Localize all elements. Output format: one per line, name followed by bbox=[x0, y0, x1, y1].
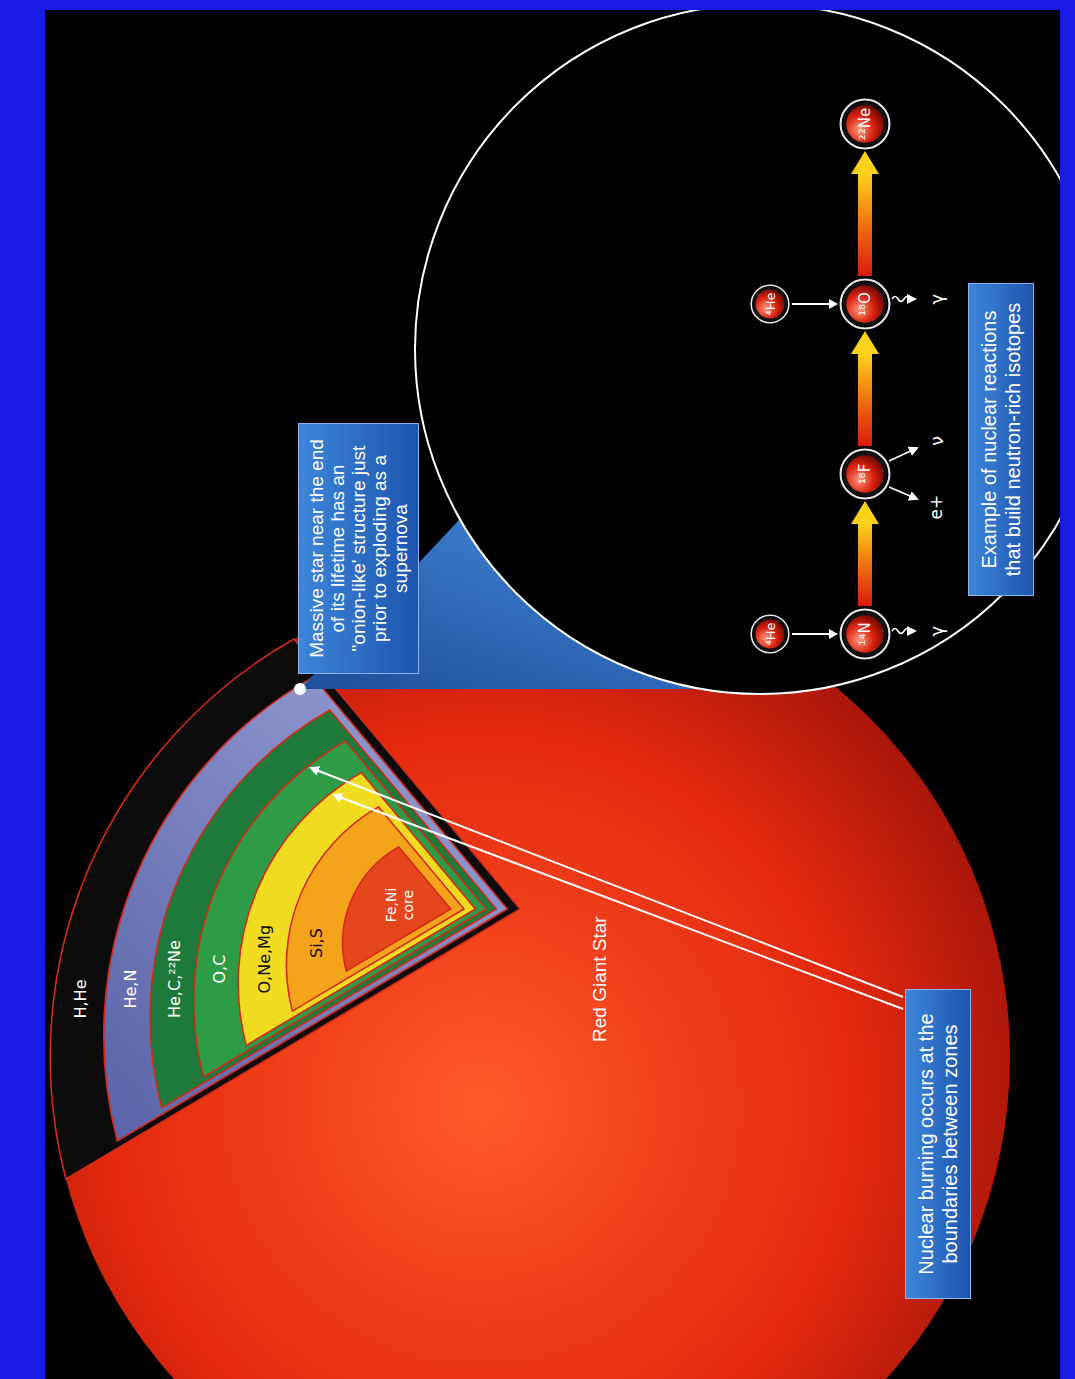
arrow-shaft bbox=[858, 354, 872, 446]
layer-shell bbox=[343, 847, 451, 971]
red-giant-star bbox=[50, 577, 1010, 1379]
callout-dot bbox=[294, 683, 306, 695]
arrow-shaft bbox=[858, 524, 872, 606]
nucleus-symbol: ²²Ne bbox=[856, 108, 874, 140]
reaction-arrow bbox=[792, 629, 838, 639]
positron-arrow bbox=[889, 487, 917, 499]
nucleus-circle: ¹⁴N bbox=[839, 608, 891, 660]
nucleus-circle: ¹⁸O bbox=[839, 278, 891, 330]
gamma-wave bbox=[892, 629, 915, 634]
callout-box: Nuclear burning occurs at the boundaries… bbox=[905, 989, 971, 1299]
nucleus-circle: ¹⁸F bbox=[839, 448, 891, 500]
arrow-head bbox=[829, 629, 838, 639]
layer-shell bbox=[194, 741, 486, 1077]
particle-label: e+ bbox=[926, 495, 946, 520]
neutrino-arrow bbox=[889, 448, 917, 461]
layer-label: He,C,²²Ne bbox=[165, 940, 184, 1018]
particle-label: γ bbox=[926, 294, 947, 305]
reaction-arrow bbox=[851, 151, 879, 276]
nucleus-circle: ⁴He bbox=[750, 614, 790, 654]
arrow-head bbox=[851, 331, 879, 354]
magnifier-circle bbox=[415, 4, 1075, 694]
layer-label: Si,S bbox=[307, 928, 326, 958]
frame-band bbox=[0, 0, 45, 1379]
layer-shell bbox=[238, 773, 475, 1046]
layer-label: O,C bbox=[210, 955, 229, 984]
layer-label: O,Ne,Mg bbox=[255, 925, 274, 994]
nucleus-symbol: ⁴He bbox=[763, 293, 778, 316]
reaction-arrow bbox=[851, 331, 879, 446]
leader-arrow bbox=[334, 795, 903, 1009]
nucleus-circle: ²²Ne bbox=[839, 98, 891, 150]
nucleus-circle: ⁴He bbox=[750, 284, 790, 324]
layer-shell bbox=[286, 807, 464, 1011]
nucleus-symbol: ¹⁸F bbox=[856, 464, 874, 485]
callout-text: Nuclear burning occurs at the boundaries… bbox=[914, 1004, 962, 1284]
particle-label: γ bbox=[926, 626, 947, 637]
callout-text: Example of nuclear reactions that build … bbox=[977, 298, 1025, 581]
layer-label: H,He bbox=[71, 980, 90, 1019]
arrow-shaft bbox=[858, 174, 872, 276]
arrow-head bbox=[851, 151, 879, 174]
callout-box: Example of nuclear reactions that build … bbox=[968, 283, 1034, 596]
layer-label: Fe,Ni core bbox=[383, 881, 417, 929]
layer-label: He,N bbox=[121, 970, 140, 1009]
arrow-head bbox=[829, 299, 838, 309]
reaction-arrow bbox=[851, 501, 879, 606]
frame-band bbox=[1060, 0, 1075, 1379]
particle-label: ν bbox=[926, 436, 947, 446]
frame-band bbox=[0, 0, 1075, 10]
onion-layers bbox=[50, 639, 520, 1179]
arrow-shaft bbox=[792, 633, 829, 635]
layer-shell bbox=[104, 677, 508, 1141]
arrow-shaft bbox=[792, 303, 829, 305]
star-label: Red Giant Star bbox=[589, 916, 611, 1042]
gamma-wave bbox=[892, 297, 915, 302]
reaction-arrow bbox=[792, 299, 838, 309]
callout-box: Massive star near the end of its lifetim… bbox=[298, 423, 419, 674]
layer-shell bbox=[150, 710, 496, 1108]
callout-text: Massive star near the end of its lifetim… bbox=[306, 434, 411, 663]
arrow-head bbox=[851, 501, 879, 524]
nucleus-symbol: ⁴He bbox=[763, 623, 778, 646]
nucleus-symbol: ¹⁸O bbox=[856, 292, 874, 316]
layer-shell bbox=[50, 639, 520, 1179]
nucleus-symbol: ¹⁴N bbox=[856, 622, 874, 645]
